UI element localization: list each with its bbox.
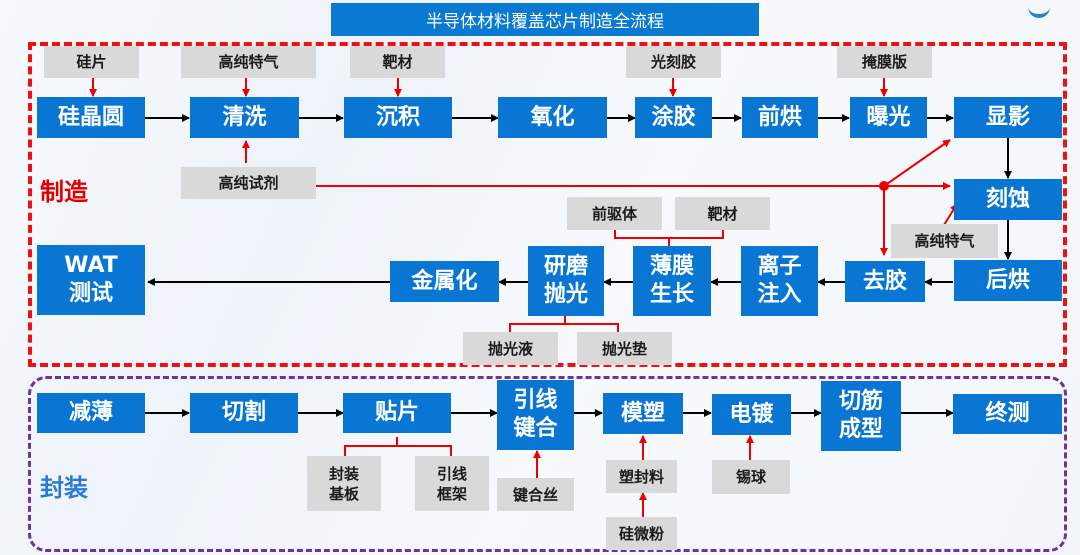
arrow-reagent-to-develop (883, 139, 951, 187)
material-specialty-gas: 高纯特气 (181, 46, 316, 78)
manufacturing-flow-arrows (145, 114, 1012, 286)
step-strip: 去胶 (845, 261, 925, 302)
step-die-attach: 贴片 (343, 393, 451, 433)
material-photoresist: 光刻胶 (626, 46, 721, 78)
packaging-frame (28, 376, 1067, 552)
step-postbake: 后烘 (954, 260, 1062, 301)
manufacturing-frame (28, 42, 1067, 367)
step-exposure: 曝光 (850, 97, 927, 138)
step-wat-test: WAT 测试 (37, 245, 145, 315)
material-target-film: 靶材 (675, 197, 770, 230)
material-silica-powder: 硅微粉 (606, 517, 677, 550)
packaging-section-label: 封装 (40, 474, 88, 502)
material-high-purity-reagent: 高纯试剂 (181, 167, 316, 199)
diagram-title: 半导体材料覆盖芯片制造全流程 (331, 3, 759, 36)
material-leadframe: 引线 框架 (415, 456, 489, 511)
step-deposition: 沉积 (344, 97, 452, 138)
step-wire-bonding: 引线 键合 (497, 380, 574, 450)
step-etch: 刻蚀 (954, 179, 1062, 220)
material-bonding-wire: 键合丝 (497, 478, 574, 511)
step-develop: 显影 (954, 97, 1062, 138)
step-final-test: 终测 (953, 394, 1062, 434)
step-prebake: 前烘 (742, 97, 818, 138)
step-coating: 涂胶 (635, 97, 712, 138)
step-thinning: 减薄 (37, 393, 145, 433)
material-polishing-pad: 抛光垫 (577, 332, 672, 365)
junction-dot (879, 181, 889, 191)
material-silicon-wafer: 硅片 (44, 46, 139, 78)
material-precursor: 前驱体 (567, 197, 662, 230)
step-cleaning: 清洗 (190, 97, 299, 138)
manufacturing-section-label: 制造 (40, 178, 88, 206)
step-implant: 离子 注入 (741, 246, 818, 316)
step-film-growth: 薄膜 生长 (633, 246, 711, 316)
material-polishing-slurry: 抛光液 (463, 332, 558, 365)
material-package-substrate: 封装 基板 (307, 456, 381, 511)
material-mold-compound: 塑封料 (606, 460, 677, 493)
bracket-dieattach-materials (344, 437, 452, 456)
material-photomask: 掩膜版 (837, 46, 932, 78)
step-molding: 模塑 (603, 393, 683, 434)
step-dicing: 切割 (190, 393, 298, 433)
material-target: 靶材 (350, 46, 445, 78)
step-trim-form: 切筋 成型 (821, 381, 901, 451)
logo-icon (1028, 0, 1050, 18)
step-wafer: 硅晶圆 (37, 97, 145, 138)
material-solder-ball: 锡球 (712, 460, 790, 494)
material-arrows (89, 78, 958, 517)
material-specialty-gas-etch: 高纯特气 (891, 224, 998, 258)
step-oxidation: 氧化 (498, 97, 607, 138)
bracket-cmp-materials (509, 316, 619, 332)
bracket-film-materials (614, 230, 724, 246)
step-cmp: 研磨 抛光 (528, 246, 604, 316)
step-metallization: 金属化 (390, 261, 499, 302)
step-plating: 电镀 (712, 394, 791, 435)
